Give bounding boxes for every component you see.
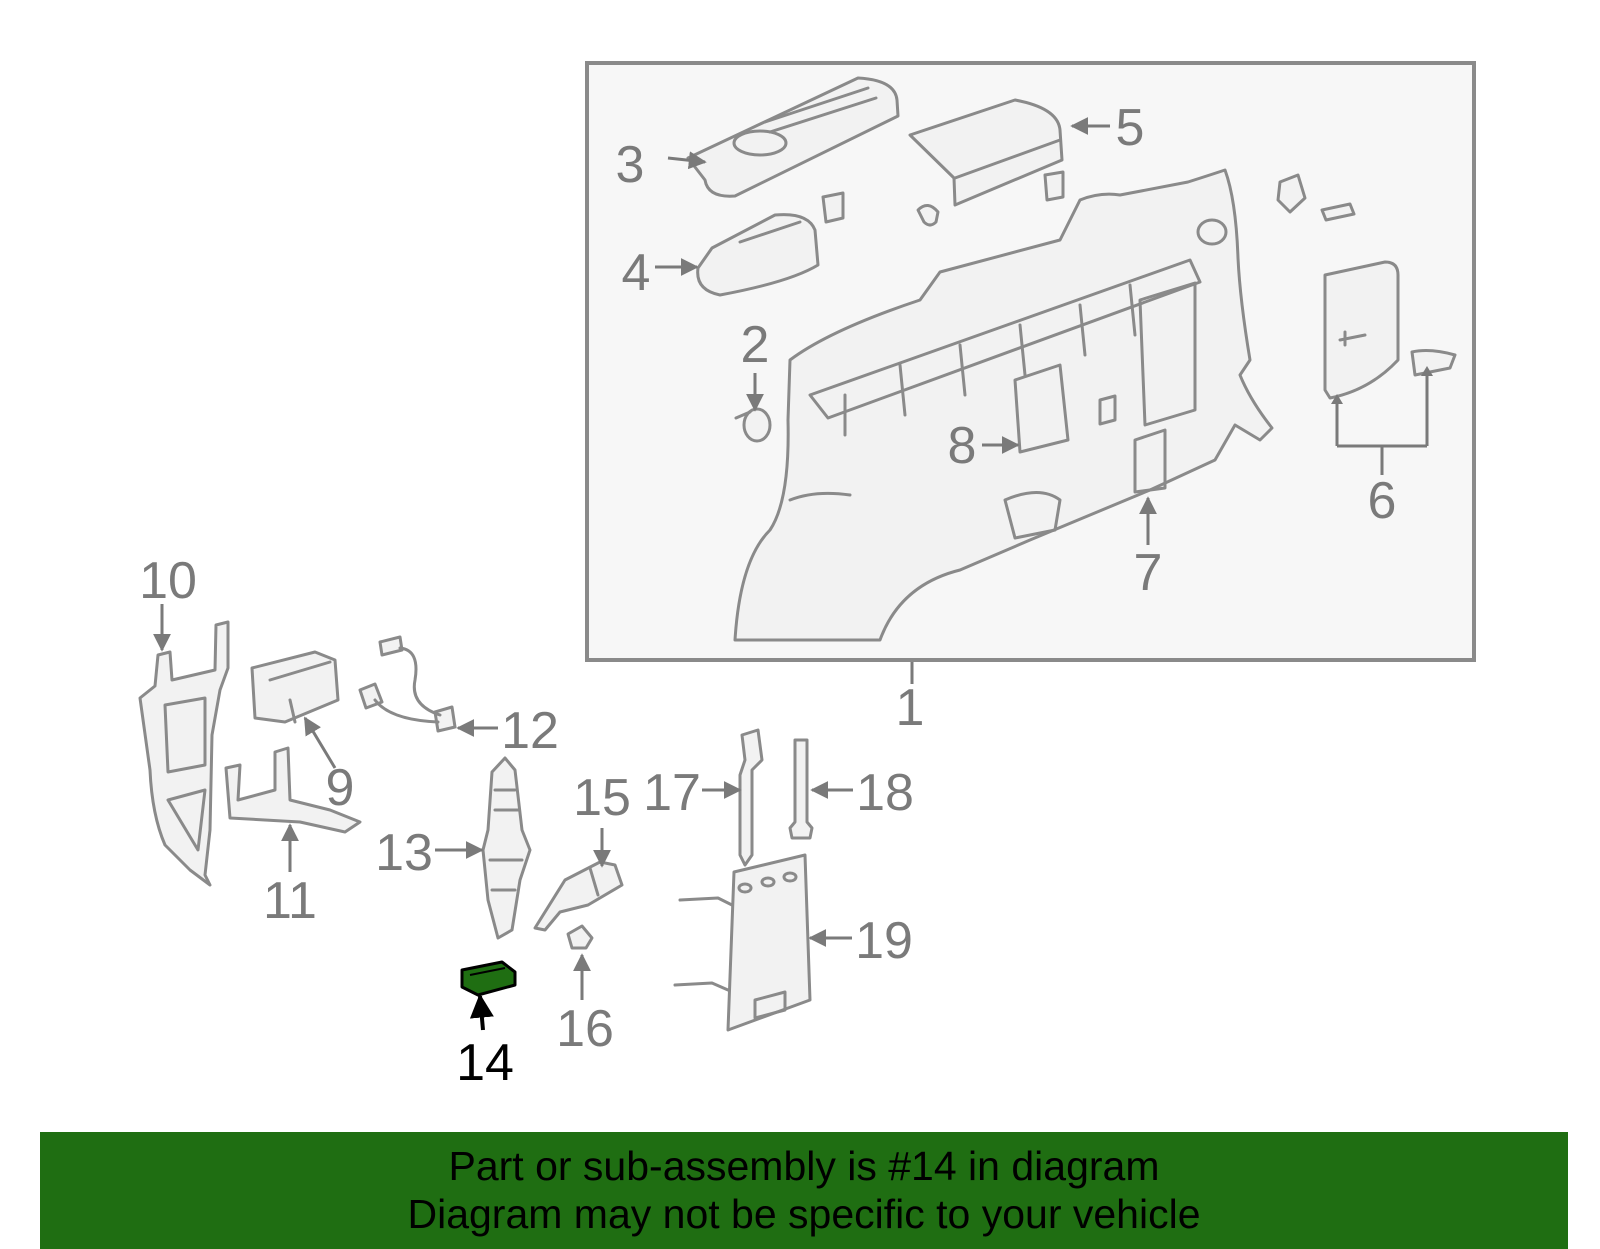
callout-19: 19 [855, 912, 913, 970]
callout-16: 16 [556, 1000, 614, 1058]
part-11-bracket [224, 746, 362, 834]
clip-icons [821, 170, 1065, 227]
leader-6-arrow-a [1331, 394, 1343, 404]
part-19-tool-panel [673, 853, 812, 1032]
callout-18: 18 [856, 764, 914, 822]
leader-6 [1335, 372, 1429, 475]
callout-9: 9 [326, 759, 355, 817]
part-12-harness [358, 635, 457, 733]
callout-3: 3 [616, 136, 645, 194]
leader-3 [667, 151, 707, 170]
banner-disclaimer-line: Diagram may not be specific to your vehi… [407, 1191, 1201, 1237]
callout-17: 17 [643, 764, 701, 822]
callout-5: 5 [1116, 99, 1145, 157]
callout-8: 8 [948, 417, 977, 475]
callout-14[interactable]: 14 [456, 1034, 514, 1092]
part-6-access-panel [1276, 173, 1457, 400]
leader-14[interactable] [469, 993, 494, 1031]
part-16-wing-bolt [566, 924, 594, 950]
callout-7: 7 [1134, 544, 1163, 602]
callout-2: 2 [741, 316, 770, 374]
part-17-strap [738, 728, 764, 867]
callout-13: 13 [375, 824, 433, 882]
parts-diagram: 1 2 3 4 5 6 7 8 9 10 11 12 13 14 15 16 1… [138, 61, 1476, 1092]
callout-12: 12 [501, 702, 559, 760]
part-info-banner: Part or sub-assembly is #14 in diagram D… [40, 1132, 1568, 1249]
banner-part-line: Part or sub-assembly is #14 in diagram [448, 1143, 1160, 1189]
callout-11: 11 [263, 872, 317, 930]
callout-6: 6 [1368, 472, 1397, 530]
part-14-highlighted [460, 960, 517, 997]
quarter-trim-panel [733, 168, 1274, 642]
part-15-bracket [533, 860, 624, 932]
part-3-upper-trim [686, 76, 900, 198]
callout-1: 1 [896, 679, 925, 737]
part-10-bracket [138, 620, 230, 887]
part-5-trim-panel [908, 98, 1064, 207]
callout-10: 10 [139, 552, 197, 610]
callout-4: 4 [622, 244, 651, 302]
callout-15: 15 [573, 769, 631, 827]
leader-6-arrow-b [1421, 366, 1433, 376]
part-13-jack [481, 756, 532, 940]
part-18-bolt [788, 738, 814, 840]
part-4-lamp-housing [696, 213, 820, 297]
part-9-module [250, 650, 340, 724]
leader-9 [303, 716, 337, 769]
